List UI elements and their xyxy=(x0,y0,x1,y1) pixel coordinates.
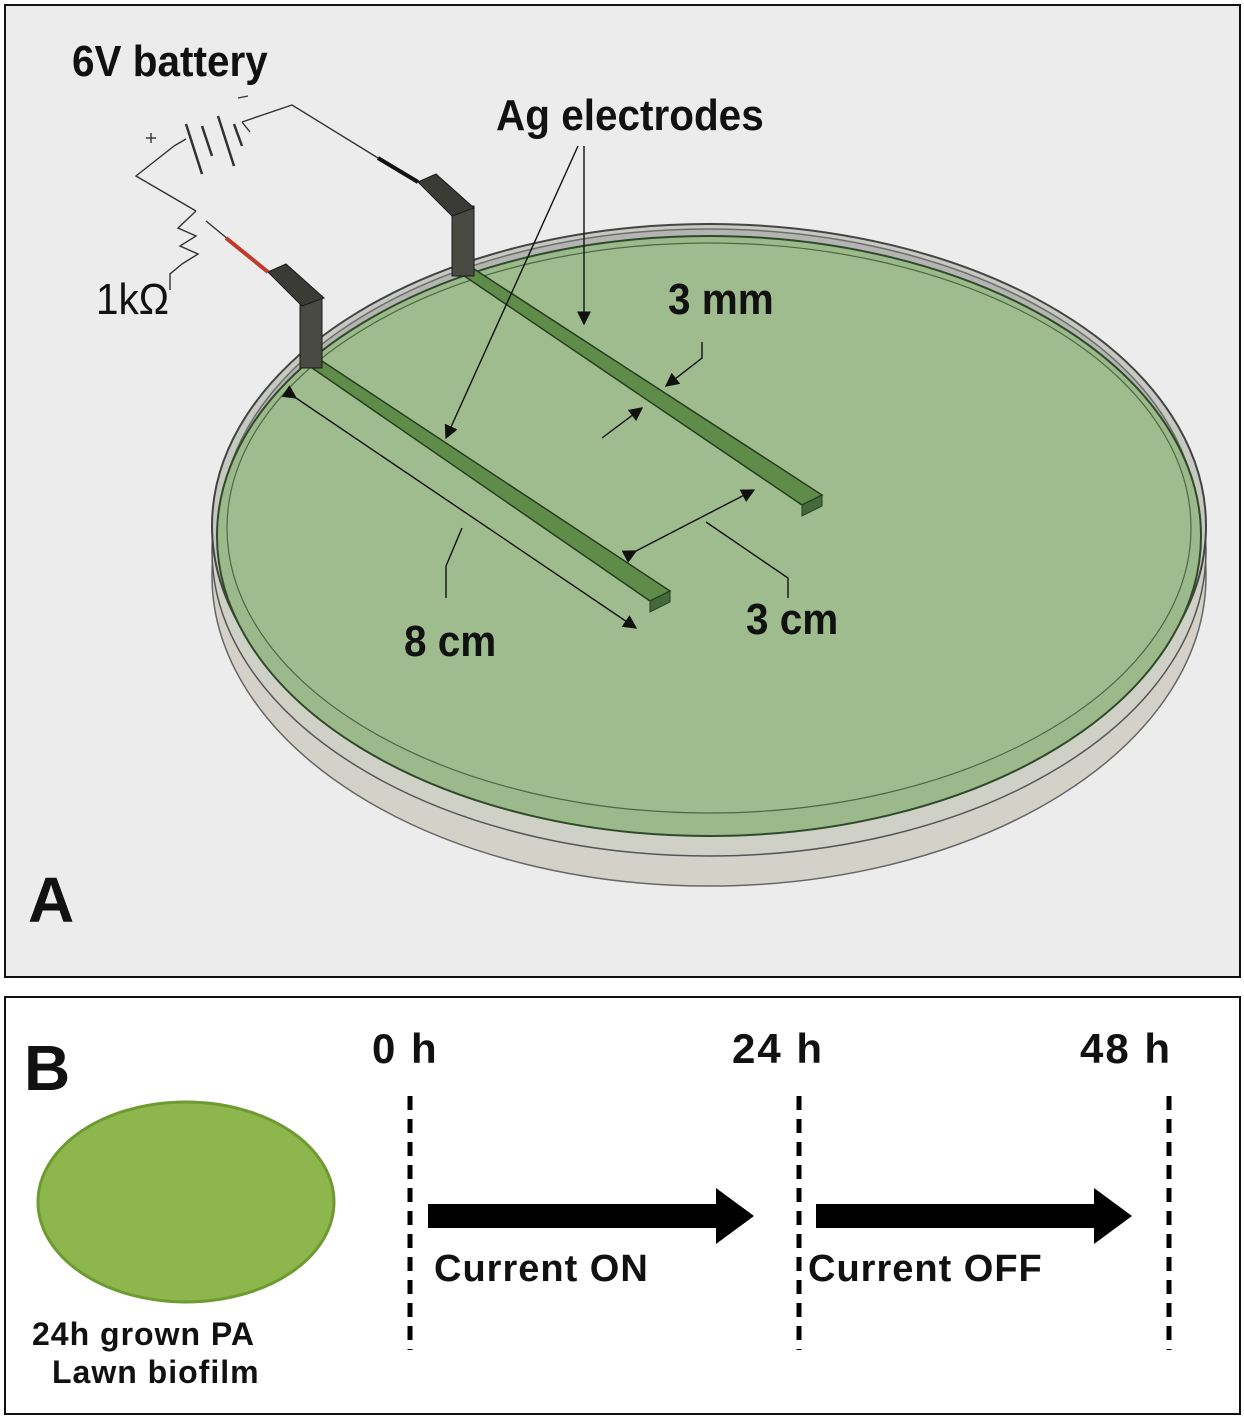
arrow-width-top xyxy=(664,342,703,387)
electrode-back-end xyxy=(801,494,823,517)
arrow-length xyxy=(281,385,638,629)
panel-b: B 0 h 24 h 48 h Current ON Current OFF 2… xyxy=(4,996,1241,1415)
red-lead xyxy=(224,236,270,274)
wire-positive xyxy=(134,145,197,212)
electrode-back-post xyxy=(451,205,475,277)
battery-plate-1 xyxy=(184,123,204,175)
battery-plate-2 xyxy=(200,125,214,157)
panel-a: 6V battery Ag electrodes 1kΩ 3 mm 8 cm 3… xyxy=(4,4,1241,978)
electrode-front-end xyxy=(649,590,671,613)
panel-b-letter: B xyxy=(24,1032,71,1104)
electrodes-label: Ag electrodes xyxy=(496,91,764,140)
phase-current-off: Current OFF xyxy=(808,1248,1043,1290)
phase-arrows xyxy=(428,1188,1132,1244)
electrode-front-clip xyxy=(267,263,325,307)
electrode-setup-diagram xyxy=(134,95,1207,887)
resistor-leader xyxy=(169,263,183,290)
length-label: 8 cm xyxy=(404,617,497,666)
electrode-back xyxy=(417,173,824,517)
biofilm-label-line2: Lawn biofilm xyxy=(52,1354,260,1390)
timepoint-0h: 0 h xyxy=(372,1025,439,1072)
biofilm-ellipse xyxy=(36,1100,336,1304)
width-label: 3 mm xyxy=(668,275,774,324)
arrow-width-bottom xyxy=(601,407,644,439)
resistor-symbol xyxy=(176,210,200,265)
leader-gap xyxy=(705,521,789,598)
battery-wire-right xyxy=(241,121,251,133)
panel-a-letter: A xyxy=(28,864,75,936)
arrow-current-on xyxy=(428,1188,754,1244)
agar-top xyxy=(226,242,1192,814)
circuit xyxy=(134,95,420,290)
resistor-label: 1kΩ xyxy=(96,275,170,324)
battery-plate-4 xyxy=(232,123,244,147)
timepoint-24h: 24 h xyxy=(732,1025,825,1072)
electrode-back-clip xyxy=(417,173,475,217)
leader-length xyxy=(445,527,463,598)
battery-label: 6V battery xyxy=(72,37,268,86)
battery-plate-3 xyxy=(216,115,236,167)
wire-negative xyxy=(241,104,379,159)
battery-wire-left xyxy=(173,138,187,147)
black-lead xyxy=(376,156,420,184)
annotation-arrows xyxy=(281,145,789,629)
timepoint-48h: 48 h xyxy=(1080,1025,1173,1072)
timeline-markers xyxy=(407,1096,1172,1350)
battery-minus xyxy=(237,95,249,99)
arrow-current-off xyxy=(816,1188,1132,1244)
electrode-front-post xyxy=(299,295,323,369)
biofilm-label-line1: 24h grown PA xyxy=(32,1316,255,1352)
timeline-diagram xyxy=(36,1096,1172,1350)
gap-label: 3 cm xyxy=(746,595,839,644)
arrow-gap xyxy=(621,489,756,564)
phase-current-on: Current ON xyxy=(434,1248,649,1290)
